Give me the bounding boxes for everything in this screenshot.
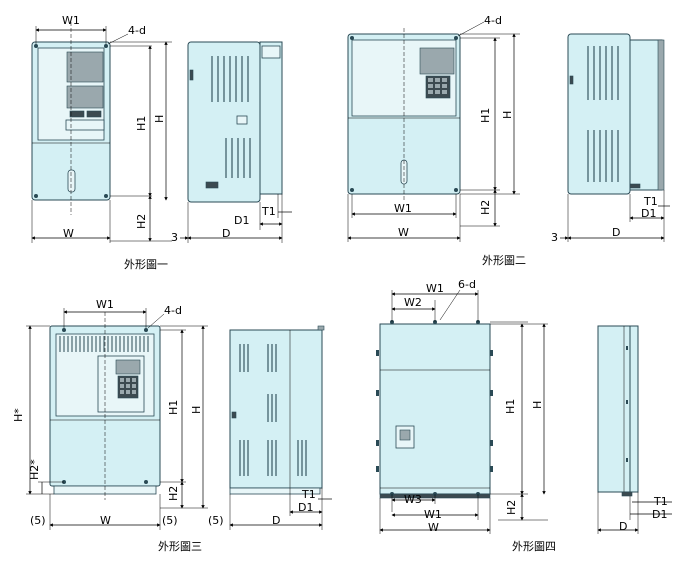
figure-4: W1 W2 6-d H1 H H2 W3 W1 W (376, 278, 672, 553)
fig3-5-right-label: (5) (162, 514, 178, 527)
fig2-h1-label: H1 (479, 108, 492, 123)
fig4-w-label: W (428, 521, 439, 534)
figure-1: W1 4-d H1 H H2 W (31, 14, 292, 271)
fig4-h1-label: H1 (504, 399, 517, 414)
fig2-front-view (347, 28, 461, 200)
fig3-h-label: H (190, 406, 203, 414)
fig1-d1-label: D1 (234, 214, 249, 227)
fig2-3-label: 3 (551, 231, 558, 244)
fig1-caption: 外形圖一 (124, 258, 168, 271)
fig4-front-view (376, 320, 493, 499)
fig2-w1-label: W1 (394, 202, 412, 215)
fig1-t1-label: T1 (261, 205, 276, 218)
fig4-w1b-label: W1 (424, 508, 442, 521)
fig1-h2-label: H2 (135, 214, 148, 229)
fig4-h-label: H (531, 401, 544, 409)
fig4-6d-label: 6-d (458, 278, 476, 291)
fig1-3-label: 3 (171, 231, 178, 244)
figure-2: 4-d H1 H H2 W1 W (347, 14, 670, 267)
fig3-side-view (229, 325, 325, 495)
fig4-w1-label: W1 (426, 282, 444, 295)
fig3-w-label: W (100, 514, 111, 527)
fig3-d-label: D (272, 514, 280, 527)
fig2-w-label: W (398, 226, 409, 239)
fig4-d-label: D (619, 520, 627, 533)
fig4-h2-label: H2 (505, 500, 518, 515)
fig1-h1-label: H1 (135, 116, 148, 131)
fig3-t1-label: T1 (301, 488, 316, 501)
fig3-front-view (49, 312, 161, 500)
fig4-w3-label: W3 (404, 493, 422, 506)
fig4-side-view (597, 325, 639, 497)
fig2-d-label: D (612, 226, 620, 239)
fig2-4d-label: 4-d (484, 14, 502, 27)
fig1-side-view (187, 41, 283, 203)
fig2-caption: 外形圖二 (482, 254, 526, 267)
fig3-h1-label: H1 (167, 400, 180, 415)
fig3-hstar-label: H* (12, 408, 25, 422)
fig1-w-label: W (63, 227, 74, 240)
fig4-w2-label: W2 (404, 296, 422, 309)
fig4-caption: 外形圖四 (512, 540, 556, 553)
fig1-w1-label: W1 (62, 14, 80, 27)
fig2-h2-label: H2 (479, 200, 492, 215)
fig3-caption: 外形圖三 (158, 540, 202, 553)
fig3-4d-label: 4-d (164, 304, 182, 317)
fig1-h-label: H (153, 115, 166, 123)
fig2-h-label: H (501, 111, 514, 119)
fig3-d1-label: D1 (298, 501, 313, 514)
fig1-d-label: D (222, 227, 230, 240)
fig3-w1-label: W1 (96, 298, 114, 311)
fig3-5-left-label: (5) (30, 514, 46, 527)
fig2-d1-label: D1 (641, 207, 656, 220)
fig3-5-side-label: (5) (208, 514, 224, 527)
fig3-h2star-label: H2* (28, 459, 41, 480)
fig4-t1-label: T1 (653, 495, 668, 508)
fig1-4d-label: 4-d (128, 24, 146, 37)
fig2-t1-label: T1 (643, 195, 658, 208)
fig1-front-view (31, 22, 111, 215)
fig4-d1-label: D1 (652, 508, 667, 521)
fig2-side-view (567, 33, 665, 195)
fig3-h2-label: H2 (167, 486, 180, 501)
figure-3: W1 4-d H1 H H2 H* H2* W (5) (5) (12, 298, 332, 553)
